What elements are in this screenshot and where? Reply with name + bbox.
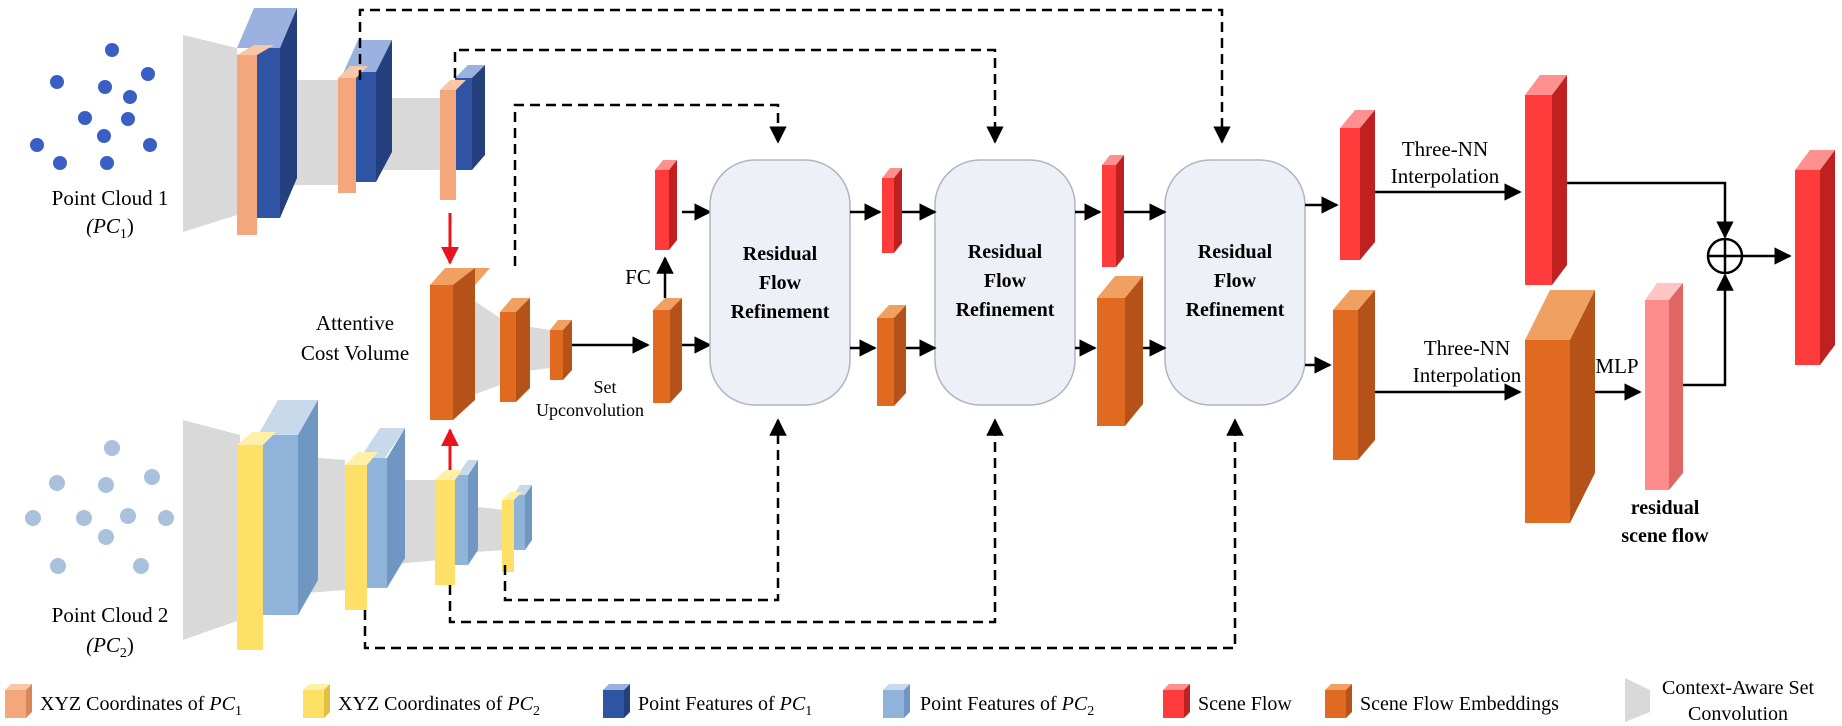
interp-top-1: Three-NN: [1402, 137, 1488, 161]
svg-text:Flow: Flow: [984, 270, 1027, 292]
set-label: Set: [593, 377, 616, 397]
pc1-label: Point Cloud 1 (PC1): [52, 186, 169, 242]
svg-text:Refinement: Refinement: [731, 301, 830, 323]
refinement-block-2: Residual Flow Refinement: [934, 159, 1076, 406]
legend: XYZ Coordinates of PC1 XYZ Coordinates o…: [5, 677, 1814, 725]
svg-text:Flow: Flow: [759, 272, 802, 294]
svg-text:Point Features of PC2: Point Features of PC2: [920, 693, 1094, 719]
intermediate-outputs: [850, 110, 1375, 460]
residual-label-1: residual: [1631, 497, 1700, 519]
refinement-block-1: Residual Flow Refinement: [709, 159, 851, 406]
svg-text:Residual: Residual: [1198, 241, 1273, 263]
cost-volume-label-1: Attentive: [316, 311, 394, 335]
pc2-title: Point Cloud 2: [52, 603, 169, 627]
residual-label-2: scene flow: [1621, 525, 1709, 547]
pc2-encoder: [183, 400, 532, 650]
cost-volume-branch: Attentive Cost Volume: [301, 268, 572, 420]
legend-xyz-pc2: XYZ Coordinates of PC2: [303, 684, 540, 719]
svg-text:Scene Flow Embeddings: Scene Flow Embeddings: [1360, 693, 1559, 715]
svg-text:Residual: Residual: [968, 241, 1043, 263]
legend-embedding: Scene Flow Embeddings: [1325, 684, 1559, 718]
legend-feat-pc1: Point Features of PC1: [603, 684, 812, 719]
interpolation-section: Three-NN Interpolation Three-NN Interpol…: [1375, 75, 1835, 547]
svg-text:Convolution: Convolution: [1688, 703, 1788, 725]
pc1-title: Point Cloud 1: [52, 186, 169, 210]
pc1-subtitle: (PC1): [86, 214, 134, 242]
pc2-label: Point Cloud 2 (PC2): [52, 603, 169, 661]
setconv-funnel: [473, 300, 500, 395]
mlp-label: MLP: [1595, 354, 1638, 378]
setconv-funnel: [183, 35, 237, 232]
svg-text:XYZ Coordinates of PC1: XYZ Coordinates of PC1: [40, 693, 242, 719]
fc-label: FC: [625, 265, 651, 289]
svg-text:XYZ Coordinates of PC2: XYZ Coordinates of PC2: [338, 693, 540, 719]
point-cloud-1-dots: [30, 43, 157, 170]
setconv-funnel: [183, 420, 240, 640]
upconv-section: Set Upconvolution FC: [536, 160, 712, 420]
legend-feat-pc2: Point Features of PC2: [883, 684, 1094, 719]
upconvolution-label: Upconvolution: [536, 400, 644, 420]
skip-connections: [358, 8, 1244, 650]
legend-scene-flow: Scene Flow: [1163, 684, 1292, 718]
svg-text:Refinement: Refinement: [1186, 299, 1285, 321]
svg-text:Residual: Residual: [743, 243, 818, 265]
cost-volume-label-2: Cost Volume: [301, 341, 409, 365]
svg-text:Context-Aware Set: Context-Aware Set: [1662, 677, 1814, 699]
svg-text:Point Features of PC1: Point Features of PC1: [638, 693, 812, 719]
point-cloud-2-dots: [25, 440, 174, 574]
interp-top-2: Interpolation: [1391, 164, 1500, 188]
pc2-subtitle: (PC2): [86, 633, 134, 661]
legend-xyz-pc1: XYZ Coordinates of PC1: [5, 684, 242, 719]
pc1-encoder: [183, 8, 485, 235]
interp-bottom-1: Three-NN: [1424, 336, 1510, 360]
interp-bottom-2: Interpolation: [1413, 363, 1522, 387]
svg-text:Flow: Flow: [1214, 270, 1257, 292]
svg-text:Refinement: Refinement: [956, 299, 1055, 321]
svg-text:Scene Flow: Scene Flow: [1198, 693, 1292, 715]
legend-setconv: Context-Aware Set Convolution: [1625, 677, 1814, 725]
refinement-block-3: Residual Flow Refinement: [1164, 159, 1306, 406]
